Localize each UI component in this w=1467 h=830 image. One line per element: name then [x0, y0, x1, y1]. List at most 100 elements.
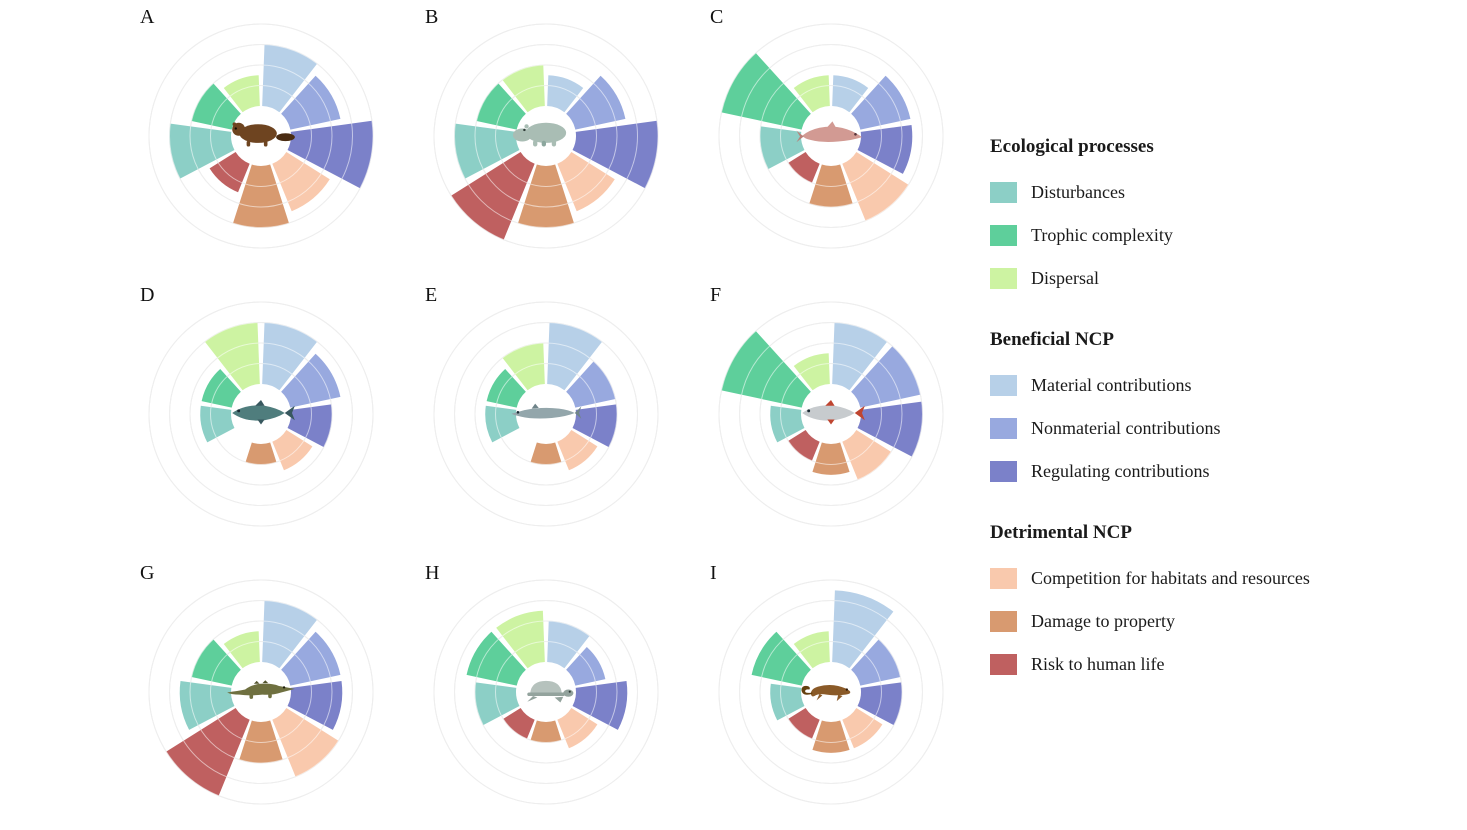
- sector-competition-for-habitats-and-resources: [841, 429, 891, 480]
- chart-panel-i: I: [688, 558, 973, 830]
- legend-item: Risk to human life: [990, 654, 1430, 675]
- gridline-ring-overlay: [433, 579, 658, 805]
- gridline-ring-overlay: [759, 620, 902, 764]
- legend-group-title: Ecological processes: [990, 136, 1154, 157]
- sector-trophic-complexity: [721, 53, 811, 130]
- sector-trophic-complexity: [466, 631, 526, 686]
- sector-regulating-contributions: [287, 680, 342, 730]
- sector-damage-to-property: [517, 164, 574, 228]
- legend-label: Nonmaterial contributions: [1031, 418, 1221, 438]
- gridline-ring-overlay: [718, 23, 943, 249]
- sector-regulating-contributions: [572, 680, 627, 730]
- panel-label-b: B: [425, 6, 439, 28]
- legend-item: Damage to property: [990, 611, 1430, 632]
- gridline-ring-overlay: [779, 85, 882, 187]
- sector-nonmaterial-contributions: [565, 75, 625, 130]
- sector-dispersal: [793, 75, 830, 113]
- turtle-icon: [526, 680, 573, 703]
- sector-disturbances: [199, 405, 234, 443]
- chart-panel-g: G: [118, 558, 403, 830]
- sector-competition-for-habitats-and-resources: [841, 151, 908, 221]
- legend-label: Regulating contributions: [1031, 461, 1210, 481]
- panel-label-e: E: [425, 284, 438, 306]
- gridline-ring-overlay: [168, 44, 353, 228]
- panel-label-f: F: [710, 284, 722, 306]
- sector-trophic-complexity: [751, 631, 811, 686]
- gridline-ring-overlay: [168, 600, 353, 784]
- sector-risk-to-human-life: [502, 707, 535, 739]
- legend-item: Trophic complexity: [990, 225, 1430, 246]
- sector-trophic-complexity: [191, 639, 241, 686]
- gridline-ring-overlay: [494, 641, 597, 743]
- legend-item: Dispersal: [990, 268, 1430, 289]
- gridline-ring-overlay: [494, 363, 597, 465]
- sector-trophic-complexity: [721, 331, 811, 408]
- chart-panel-b: B: [403, 2, 688, 274]
- sector-material-contributions: [546, 621, 590, 669]
- legend-color-swatch: [990, 225, 1017, 246]
- gridline-ring-overlay: [433, 301, 658, 527]
- sector-dispersal: [793, 631, 830, 669]
- legend-item: Material contributions: [990, 375, 1430, 396]
- sector-nonmaterial-contributions: [850, 639, 900, 686]
- gridline-ring-overlay: [738, 44, 923, 228]
- panel-label-d: D: [140, 284, 155, 306]
- sector-damage-to-property: [811, 442, 850, 475]
- legend-color-swatch: [990, 461, 1017, 482]
- legend-label: Trophic complexity: [1031, 225, 1173, 245]
- sector-damage-to-property: [530, 720, 561, 743]
- legend-color-swatch: [990, 611, 1017, 632]
- chart-panel-a: A: [118, 2, 403, 274]
- sector-regulating-contributions: [287, 120, 373, 189]
- legend-item: Disturbances: [990, 182, 1430, 203]
- chart-panel-e: E: [403, 280, 688, 552]
- sector-dispersal: [501, 343, 545, 391]
- polar-chart-a: [148, 23, 373, 249]
- legend-color-swatch: [990, 182, 1017, 203]
- sector-material-contributions: [261, 600, 317, 669]
- sector-material-contributions: [546, 75, 583, 113]
- legend-label: Dispersal: [1031, 268, 1099, 288]
- large-fish-icon: [801, 400, 865, 425]
- polar-chart-e: [433, 301, 658, 527]
- legend-label: Material contributions: [1031, 375, 1192, 395]
- chart-panel-f: F: [688, 280, 973, 552]
- legend-item: Nonmaterial contributions: [990, 418, 1430, 439]
- gridline-ring-overlay: [189, 620, 332, 764]
- sector-dispersal: [495, 610, 545, 669]
- gridline-ring-overlay: [168, 322, 353, 506]
- panel-label-g: G: [140, 562, 155, 584]
- polar-chart-c: [718, 23, 943, 249]
- sector-damage-to-property: [245, 442, 276, 465]
- legend-label: Damage to property: [1031, 611, 1175, 631]
- sector-risk-to-human-life: [787, 151, 820, 183]
- panel-label-c: C: [710, 6, 724, 28]
- sector-dispersal: [793, 353, 830, 391]
- sector-regulating-contributions: [857, 401, 922, 457]
- sector-competition-for-habitats-and-resources: [271, 151, 330, 212]
- sector-risk-to-human-life: [787, 707, 820, 739]
- gridline-ring-overlay: [779, 363, 882, 465]
- beaver-icon: [231, 122, 295, 147]
- sector-risk-to-human-life: [450, 151, 535, 240]
- gridline-ring-overlay: [738, 322, 923, 506]
- sector-competition-for-habitats-and-resources: [556, 151, 615, 212]
- legend-item: Regulating contributions: [990, 461, 1430, 482]
- gridline-ring-overlay: [189, 64, 332, 208]
- giant-salamander-icon: [800, 685, 850, 702]
- gridline-ring-overlay: [148, 579, 373, 805]
- polar-chart-f: [718, 301, 943, 527]
- sector-damage-to-property: [530, 442, 561, 465]
- polar-chart-g: [148, 579, 373, 805]
- chart-panel-d: D: [118, 280, 403, 552]
- sector-dispersal: [223, 75, 260, 113]
- legend-color-swatch: [990, 268, 1017, 289]
- sturgeon-icon: [510, 403, 581, 419]
- sector-damage-to-property: [811, 720, 850, 753]
- polar-chart-b: [433, 23, 658, 249]
- sector-risk-to-human-life: [165, 707, 250, 796]
- gridline-ring-overlay: [148, 23, 373, 249]
- legend-item: Competition for habitats and resources: [990, 568, 1430, 589]
